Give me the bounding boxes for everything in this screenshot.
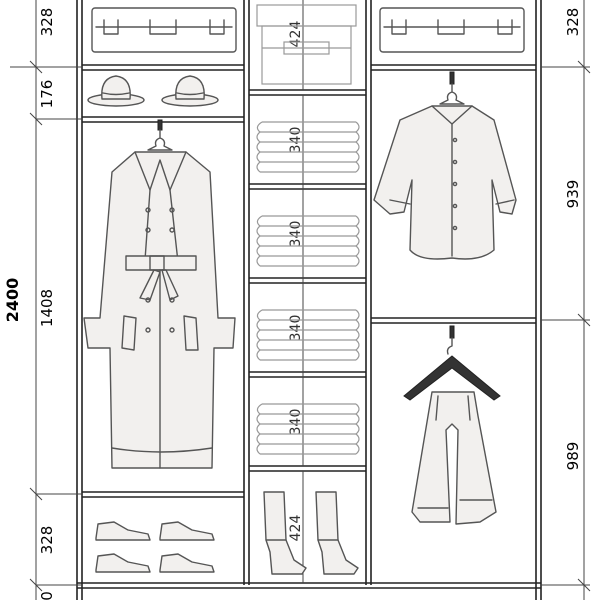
dim-right-top-shelf: 328 [564,8,582,37]
storage-box-icon [256,4,357,85]
suitcase-icon [379,7,525,53]
trousers-on-hanger-icon [403,325,501,525]
boots-icon [263,491,359,575]
trench-coat-icon [83,119,236,469]
folded-clothes-icon [256,403,360,455]
folded-clothes-icon [256,121,360,173]
hat-icon [161,75,219,107]
shoes-icon [95,521,215,573]
dim-right-upper-hanging: 939 [564,180,582,209]
dim-total-height: 2400 [3,278,22,323]
dim-right-lower-hanging: 989 [564,442,582,471]
folded-clothes-icon [256,215,360,267]
dimension-lines [10,0,591,600]
wardrobe-frame [76,0,542,600]
dim-middle-shelf-4: 340 [288,409,304,436]
dim-left-plinth: 0 [38,591,56,600]
dim-left-shoe-shelf: 328 [38,526,56,555]
folded-clothes-icon [256,309,360,361]
dim-middle-shelf-2: 340 [288,221,304,248]
shirt-icon [373,71,517,260]
dim-middle-bottom-boots: 424 [288,515,304,542]
dim-middle-top-box: 424 [288,21,304,48]
dim-middle-shelf-3: 340 [288,315,304,342]
dim-left-hanging: 1408 [38,289,56,327]
suitcase-icon [91,7,237,53]
dim-left-hat-shelf: 176 [38,80,56,109]
hat-icon [87,75,145,107]
dim-left-top-shelf: 328 [38,8,56,37]
dim-middle-shelf-1: 340 [288,127,304,154]
